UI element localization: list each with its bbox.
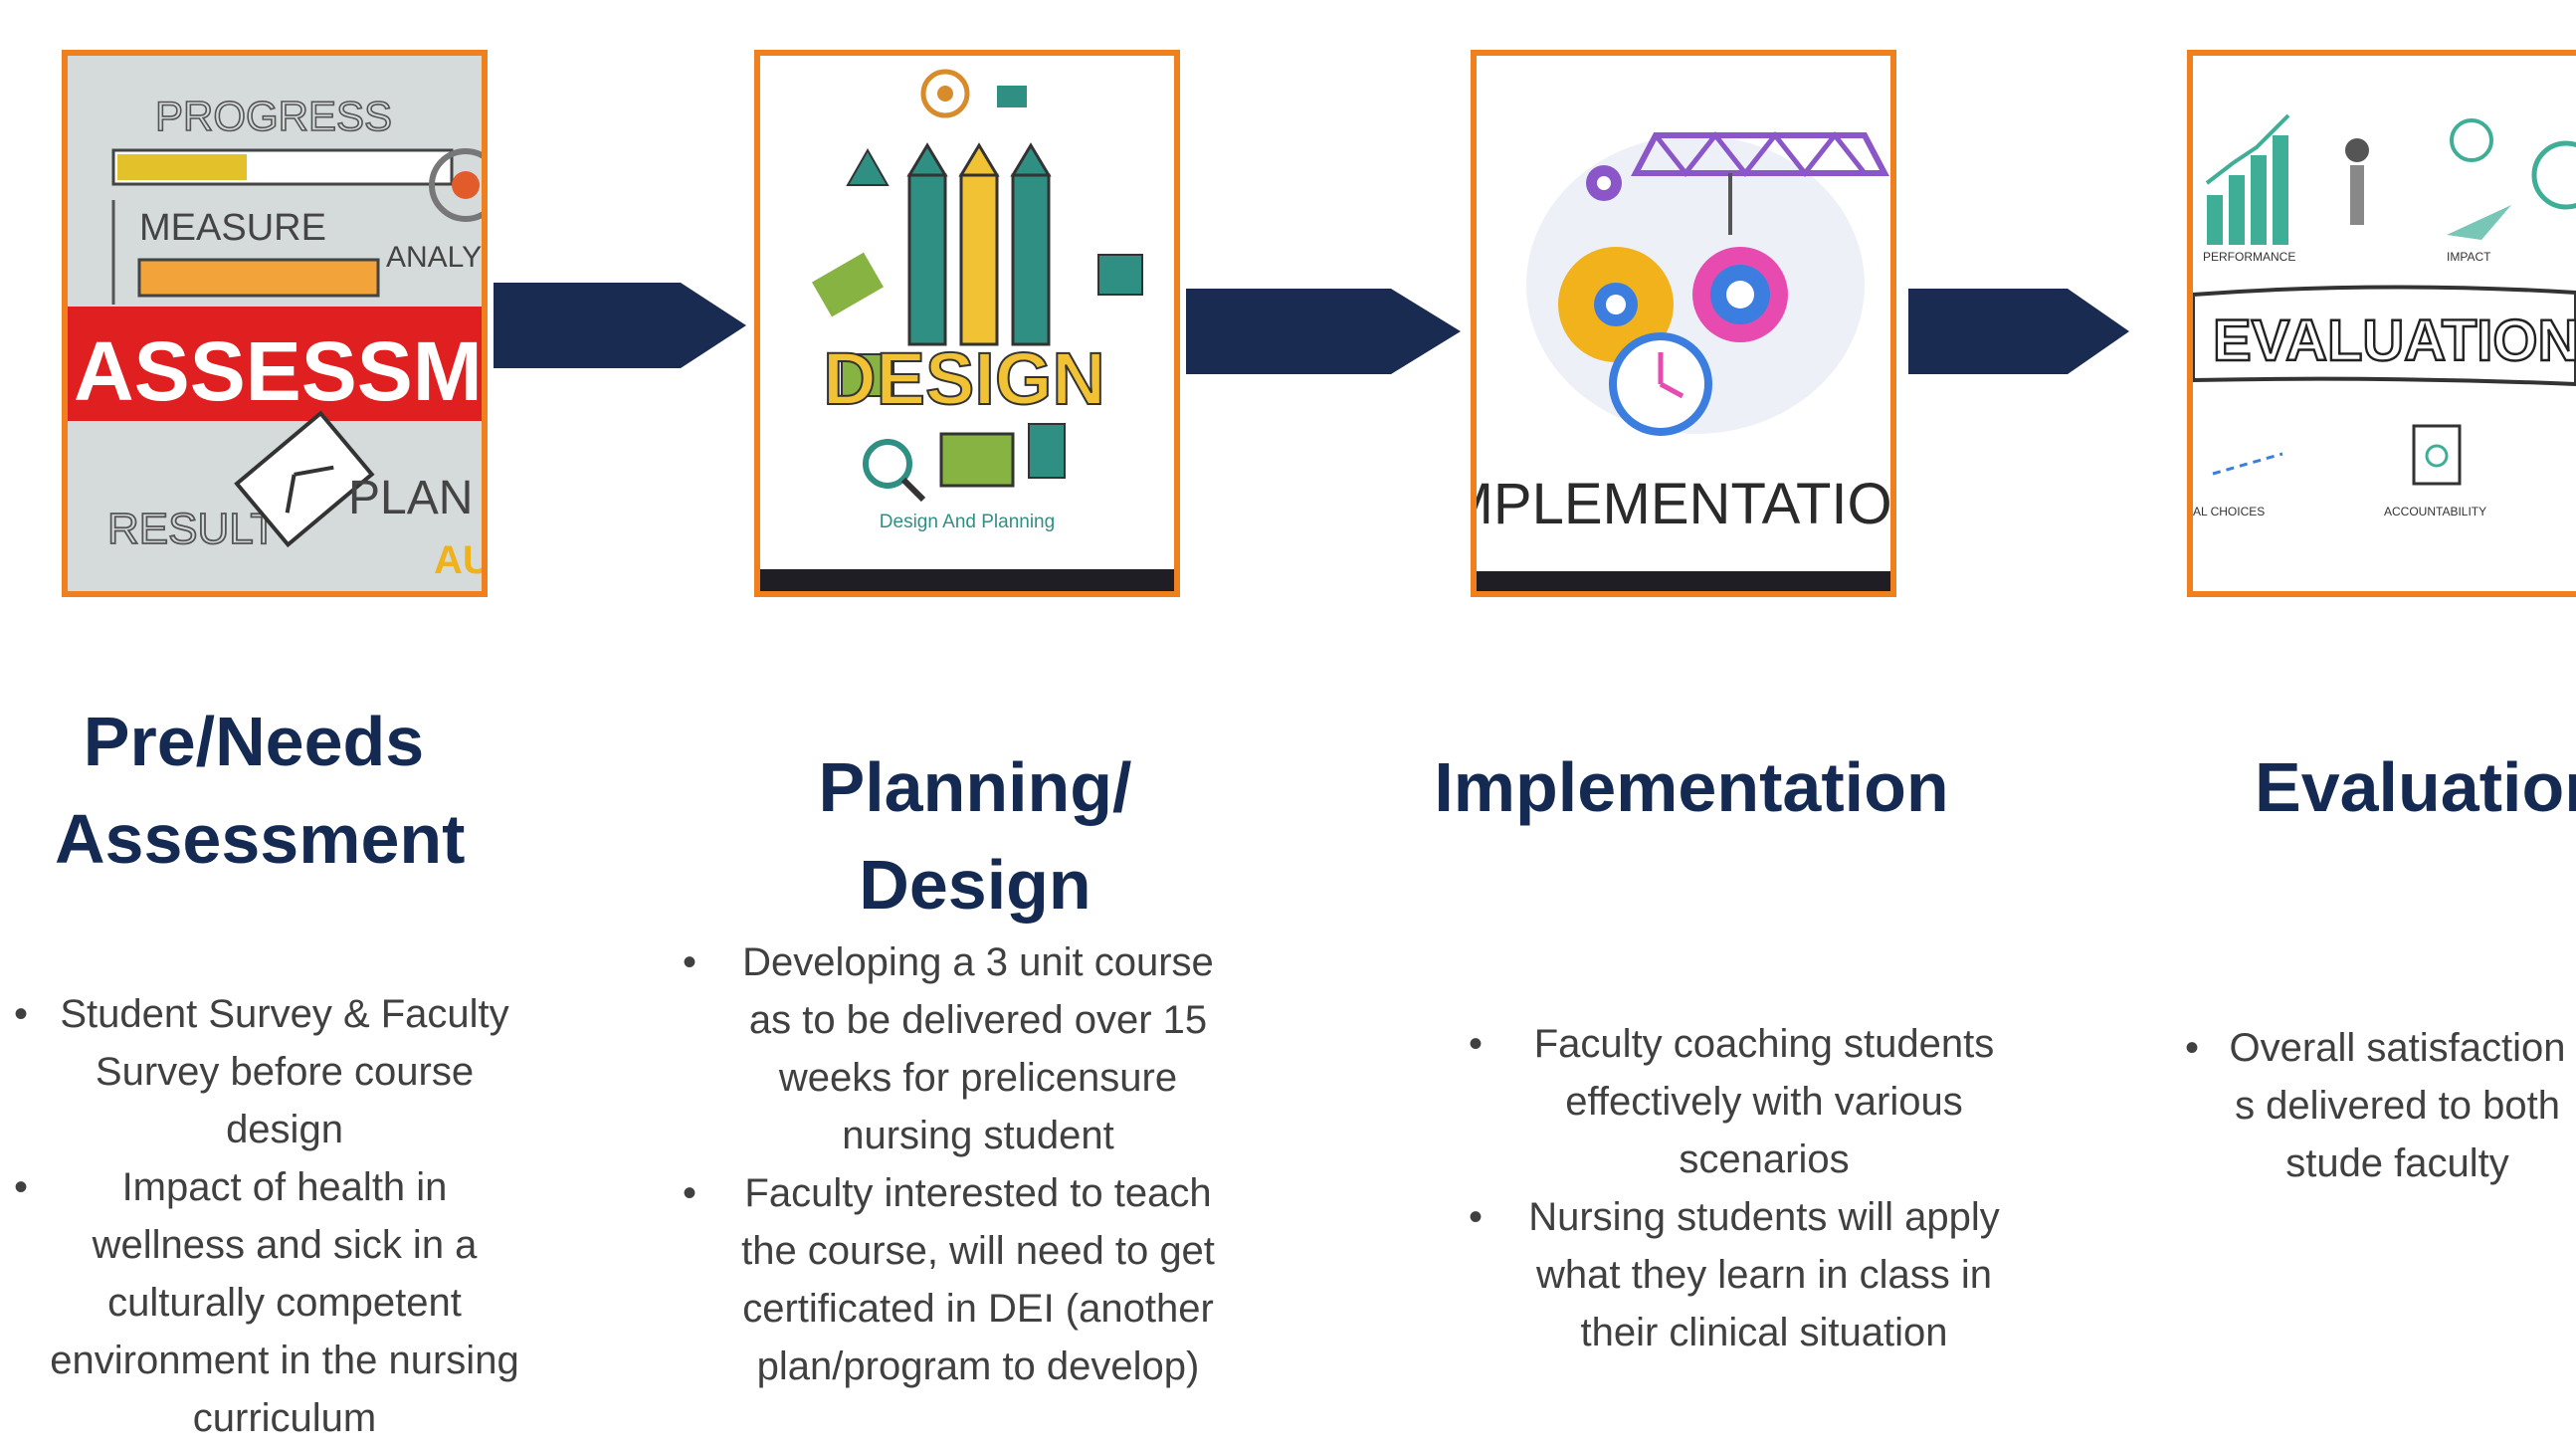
stage-title-implementation: Implementation: [1434, 748, 1949, 826]
bullet-item: Student Survey & Faculty Survey before c…: [14, 985, 521, 1158]
assessment-word: ASSESSMENT: [74, 324, 482, 418]
analysis-word: ANALYSI: [386, 241, 482, 274]
bullet-item: Overall satisfaction s delivered to both…: [2185, 1019, 2576, 1192]
design-image: DESIGN Design And Planning: [754, 50, 1180, 597]
arrow-1: [494, 283, 746, 368]
stage-title-evaluation: Evaluation: [2255, 748, 2576, 826]
plan-word: PLAN: [348, 472, 473, 524]
stage-bullets-planning-design: Developing a 3 unit course as to be deli…: [683, 933, 1240, 1395]
stage-title-planning-design: Planning/ Design: [818, 748, 1132, 924]
arrow-3: [1908, 289, 2129, 374]
bullet-item: Impact of health in wellness and sick in…: [14, 1158, 521, 1447]
aud-word: AU: [434, 538, 482, 582]
implementation-word: IMPLEMENTATION: [1477, 472, 1890, 536]
stage-bullets-implementation: Faculty coaching students effectively wi…: [1469, 1015, 2026, 1361]
assessment-image: PROGRESS MEASURE ANALYSI ASSESSMENT RESU…: [62, 50, 488, 597]
evaluation-word: EVALUATION: [2213, 309, 2576, 373]
design-word: DESIGN: [823, 337, 1105, 420]
bullet-item: Nursing students will apply what they le…: [1469, 1188, 2026, 1361]
performance-word: PERFORMANCE: [2203, 250, 2295, 264]
design-illustration: DESIGN Design And Planning: [760, 56, 1174, 591]
progress-word: PROGRESS: [155, 93, 392, 139]
impact-word: IMPACT: [2447, 250, 2491, 264]
bullet-item: Faculty coaching students effectively wi…: [1469, 1015, 2026, 1188]
implementation-image: IMPLEMENTATION: [1471, 50, 1896, 597]
stage-bullets-evaluation: Overall satisfaction s delivered to both…: [2185, 1019, 2576, 1192]
accountability-word: ACCOUNTABILITY: [2384, 505, 2486, 518]
assessment-illustration: PROGRESS MEASURE ANALYSI ASSESSMENT RESU…: [68, 56, 482, 591]
implementation-illustration: IMPLEMENTATION: [1477, 56, 1890, 591]
result-word: RESULT: [107, 505, 277, 553]
arrow-2: [1186, 289, 1461, 374]
stage-bullets-pre-needs-assessment: Student Survey & Faculty Survey before c…: [14, 985, 521, 1447]
bullet-item: Developing a 3 unit course as to be deli…: [683, 933, 1240, 1164]
evaluation-image: PERFORMANCE IMPACT EVALUATION AL CHOICES…: [2187, 50, 2576, 597]
choices-word: AL CHOICES: [2193, 505, 2265, 518]
measure-word: MEASURE: [139, 207, 326, 249]
bullet-item: Faculty interested to teach the course, …: [683, 1164, 1240, 1395]
design-caption: Design And Planning: [880, 512, 1055, 532]
stage-title-pre-needs-assessment: Pre/Needs Assessment: [55, 703, 466, 878]
evaluation-illustration: PERFORMANCE IMPACT EVALUATION AL CHOICES…: [2193, 56, 2576, 591]
